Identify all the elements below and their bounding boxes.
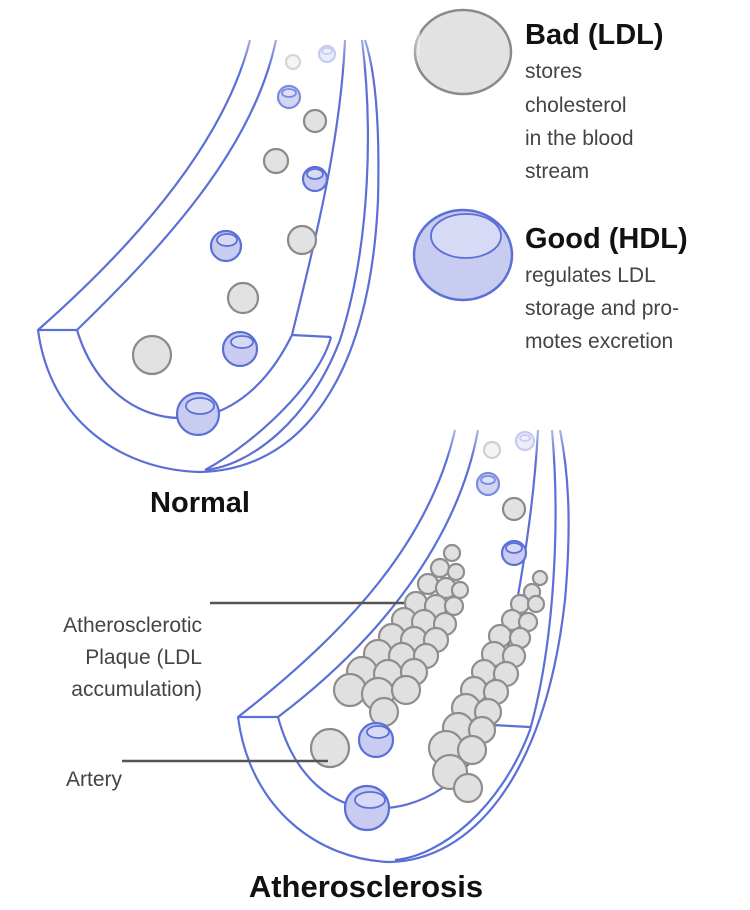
legend-hdl-desc-line: motes excretion (525, 330, 673, 353)
plaque-ldl-particle (526, 594, 546, 614)
legend-item-hdl: Good (HDL) regulates LDL storage and pro… (412, 208, 688, 353)
plaque-ldl-particle (450, 580, 470, 600)
blood-particles (309, 430, 536, 832)
hdl-particle (317, 44, 337, 64)
plaque-ldl-particle (442, 543, 462, 563)
ldl-particle (284, 53, 302, 71)
legend-ldl-desc-line: stream (525, 160, 589, 183)
legend-ldl-desc-line: cholesterol (525, 94, 627, 117)
ldl-particle (131, 334, 173, 376)
hdl-particle-icon (412, 208, 514, 302)
plaque-ldl-particle (416, 572, 440, 596)
plaque-left (332, 543, 470, 728)
hdl-particle (500, 539, 528, 567)
plaque-ldl-particle (390, 674, 422, 706)
legend: Bad (LDL) stores cholesterol in the bloo… (412, 8, 688, 353)
plaque-ldl-particle (443, 595, 465, 617)
legend-ldl-desc-line: in the blood (525, 127, 634, 150)
legend-ldl-desc-line: stores (525, 60, 582, 83)
artery-label: Artery (66, 768, 123, 791)
hdl-particle (475, 471, 501, 497)
normal-caption: Normal (150, 487, 250, 519)
atherosclerosis-artery: Atherosclerotic Plaque (LDL accumulation… (63, 400, 620, 904)
hdl-particle (301, 165, 329, 193)
legend-hdl-desc-line: regulates LDL (525, 264, 656, 287)
plaque-callout: Atherosclerotic Plaque (LDL accumulation… (63, 614, 202, 701)
plaque-label-line: Atherosclerotic (63, 614, 202, 637)
ldl-particle (482, 440, 502, 460)
plaque-ldl-particle (332, 672, 368, 708)
atherosclerosis-caption: Atherosclerosis (249, 869, 483, 904)
ldl-particle (309, 727, 351, 769)
hdl-particle (221, 330, 259, 368)
ldl-particle (262, 147, 290, 175)
ldl-particle (302, 108, 328, 134)
hdl-particle (276, 84, 302, 110)
hdl-particle (357, 721, 395, 759)
plaque-ldl-particle (368, 696, 400, 728)
plaque-label-line: accumulation) (71, 678, 202, 701)
ldl-particle (226, 281, 260, 315)
hdl-particle (343, 784, 391, 832)
ldl-particle-icon (413, 8, 513, 96)
plaque-ldl-particle (446, 562, 466, 582)
plaque-ldl-particle (531, 569, 549, 587)
legend-hdl-title: Good (HDL) (525, 223, 688, 255)
legend-item-ldl: Bad (LDL) stores cholesterol in the bloo… (413, 8, 664, 183)
normal-artery: Normal (36, 0, 420, 519)
plaque-ldl-particle (429, 557, 451, 579)
hdl-particle (175, 391, 221, 437)
hdl-particle (514, 430, 536, 452)
hdl-particle (209, 229, 243, 263)
plaque-right (427, 569, 549, 804)
legend-hdl-desc-line: storage and pro- (525, 297, 679, 320)
legend-ldl-title: Bad (LDL) (525, 19, 664, 51)
ldl-particle (286, 224, 318, 256)
plaque-label-line: Plaque (LDL (85, 646, 202, 669)
plaque-ldl-particle (456, 734, 488, 766)
ldl-particle (501, 496, 527, 522)
plaque-ldl-particle (452, 772, 484, 804)
blood-particles (131, 44, 337, 437)
